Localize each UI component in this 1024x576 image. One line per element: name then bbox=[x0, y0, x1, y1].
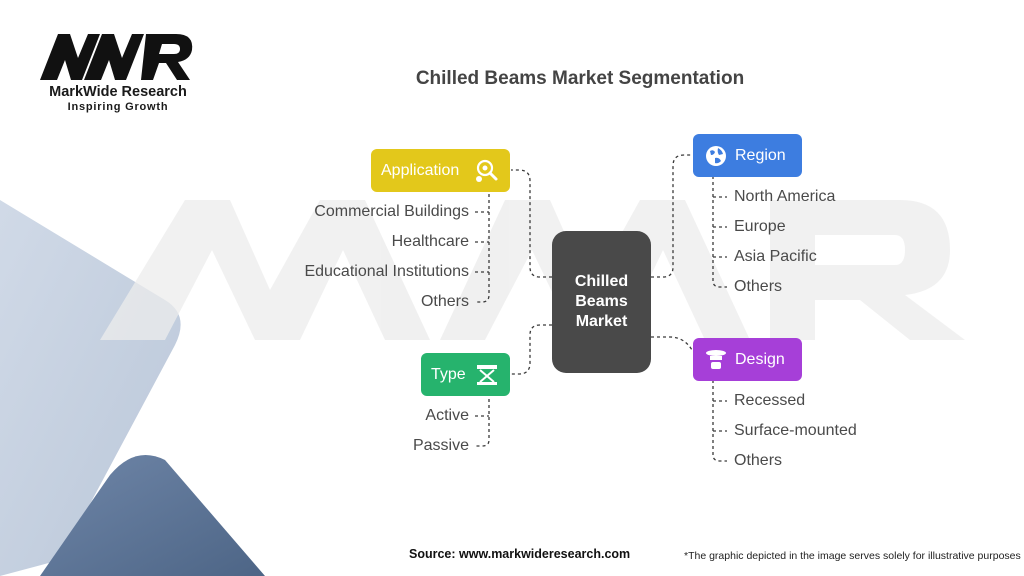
category-design-label: Design bbox=[735, 350, 785, 368]
page-title: Chilled Beams Market Segmentation bbox=[415, 68, 745, 89]
bracket-region bbox=[712, 176, 727, 288]
region-item: Asia Pacific bbox=[734, 248, 817, 265]
type-item: Active bbox=[425, 407, 469, 424]
center-node: Chilled Beams Market bbox=[552, 231, 651, 373]
connector-center-region bbox=[651, 154, 692, 278]
application-item: Others bbox=[420, 293, 469, 310]
category-design: Design bbox=[693, 338, 802, 381]
brand-name: MarkWide Research bbox=[49, 84, 187, 100]
category-region: Region bbox=[693, 134, 802, 177]
ceiling-fixture-icon bbox=[703, 347, 729, 373]
design-item: Others bbox=[734, 452, 783, 469]
brand-logo: MarkWide Research Inspiring Growth bbox=[38, 30, 198, 115]
design-item: Recessed bbox=[734, 392, 806, 409]
category-application: Application bbox=[371, 149, 510, 192]
category-region-label: Region bbox=[735, 146, 786, 164]
scissor-lift-icon bbox=[474, 362, 500, 388]
category-application-label: Application bbox=[381, 161, 460, 179]
region-item: North America bbox=[734, 188, 836, 205]
region-item: Europe bbox=[734, 218, 786, 235]
brand-tagline: Inspiring Growth bbox=[67, 101, 169, 113]
connector-center-type bbox=[511, 324, 552, 375]
mwr-logo-mark bbox=[40, 34, 193, 80]
bracket-type bbox=[475, 393, 490, 447]
source-text: Source: www.markwideresearch.com bbox=[409, 547, 631, 561]
design-item: Surface-mounted bbox=[734, 422, 857, 439]
category-type: Type bbox=[421, 353, 510, 396]
disclaimer-text: *The graphic depicted in the image serve… bbox=[684, 550, 1021, 562]
category-type-label: Type bbox=[431, 365, 466, 383]
application-item: Commercial Buildings bbox=[314, 203, 469, 220]
bracket-application bbox=[475, 188, 490, 303]
connector-center-application bbox=[511, 169, 552, 278]
bracket-design bbox=[712, 380, 727, 462]
magnifier-gears-icon bbox=[474, 158, 500, 184]
connector-center-design bbox=[651, 336, 693, 351]
region-item: Others bbox=[734, 278, 783, 295]
type-item: Passive bbox=[412, 437, 469, 454]
bg-shape-dark bbox=[40, 455, 265, 576]
globe-icon bbox=[703, 143, 729, 169]
application-item: Educational Institutions bbox=[304, 263, 469, 280]
application-item: Healthcare bbox=[391, 233, 469, 250]
